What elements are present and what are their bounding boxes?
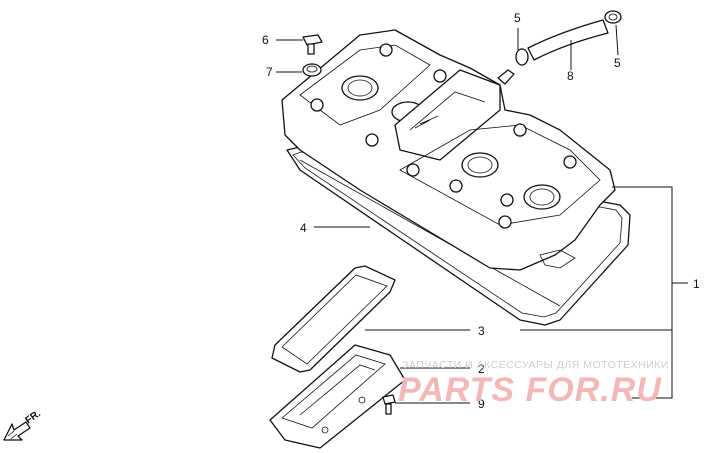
callout-8: 8 [567, 69, 574, 83]
plug-hole-gasket-3 [271, 265, 396, 373]
cylinder-head-cover [281, 29, 616, 271]
callout-6: 6 [262, 33, 269, 47]
callout-3: 3 [478, 324, 485, 338]
leader-lines [276, 24, 688, 404]
callout-9: 9 [478, 397, 485, 411]
callout-2: 2 [478, 362, 485, 376]
callout-7: 7 [266, 65, 273, 79]
callout-5-left: 5 [514, 11, 521, 25]
callout-4: 4 [300, 221, 307, 235]
breather-hose-8 [527, 19, 609, 61]
callout-1: 1 [693, 277, 700, 291]
bolt-6 [302, 34, 323, 55]
watermark-tagline: ЗАПЧАСТИ И АКСЕССУАРЫ ДЛЯ МОТОТЕХНИКИ [402, 359, 669, 371]
hose-clamp-5b [604, 10, 622, 24]
watermark-logo: PARTS FOR.RU [398, 371, 662, 409]
grommet-7 [302, 63, 322, 77]
bolt-9 [382, 394, 396, 415]
callout-5-right: 5 [614, 56, 621, 70]
plug-hole-cover-2 [269, 344, 406, 449]
front-direction-arrow-icon [3, 421, 31, 441]
hose-clamp-5a [515, 48, 529, 66]
